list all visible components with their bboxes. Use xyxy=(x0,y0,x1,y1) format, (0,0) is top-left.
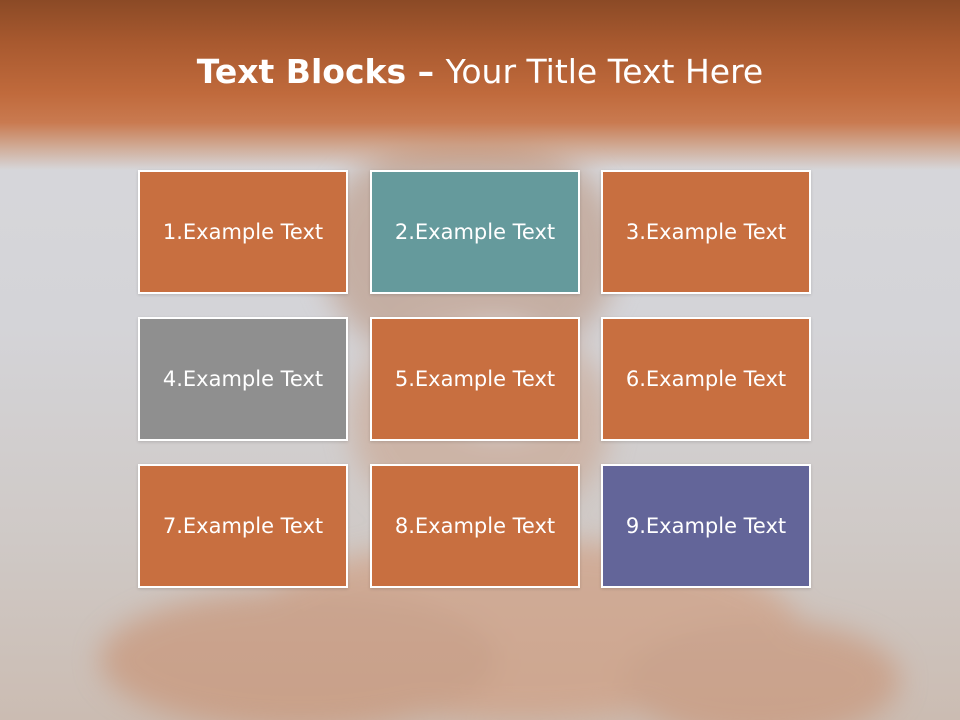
text-block-label: 2.Example Text xyxy=(394,220,556,244)
slide-title: Text Blocks – Your Title Text Here xyxy=(0,52,960,91)
text-block-label: 4.Example Text xyxy=(162,367,324,391)
text-block-label: 5.Example Text xyxy=(394,367,556,391)
text-block-6[interactable]: 6.Example Text xyxy=(601,317,811,441)
text-block-7[interactable]: 7.Example Text xyxy=(138,464,348,588)
text-block-4[interactable]: 4.Example Text xyxy=(138,317,348,441)
title-bold: Text Blocks xyxy=(196,52,407,91)
text-block-8[interactable]: 8.Example Text xyxy=(370,464,580,588)
text-block-label: 9.Example Text xyxy=(625,514,787,538)
text-block-label: 8.Example Text xyxy=(394,514,556,538)
text-block-label: 3.Example Text xyxy=(625,220,787,244)
text-block-2[interactable]: 2.Example Text xyxy=(370,170,580,294)
text-block-5[interactable]: 5.Example Text xyxy=(370,317,580,441)
text-block-label: 6.Example Text xyxy=(625,367,787,391)
title-rest: Your Title Text Here xyxy=(445,52,764,91)
header-band xyxy=(0,0,960,170)
text-block-9[interactable]: 9.Example Text xyxy=(601,464,811,588)
text-block-1[interactable]: 1.Example Text xyxy=(138,170,348,294)
text-block-grid: 1.Example Text 2.Example Text 3.Example … xyxy=(138,170,816,594)
text-block-3[interactable]: 3.Example Text xyxy=(601,170,811,294)
text-block-label: 7.Example Text xyxy=(162,514,324,538)
title-dash: – xyxy=(406,52,446,91)
text-block-label: 1.Example Text xyxy=(162,220,324,244)
